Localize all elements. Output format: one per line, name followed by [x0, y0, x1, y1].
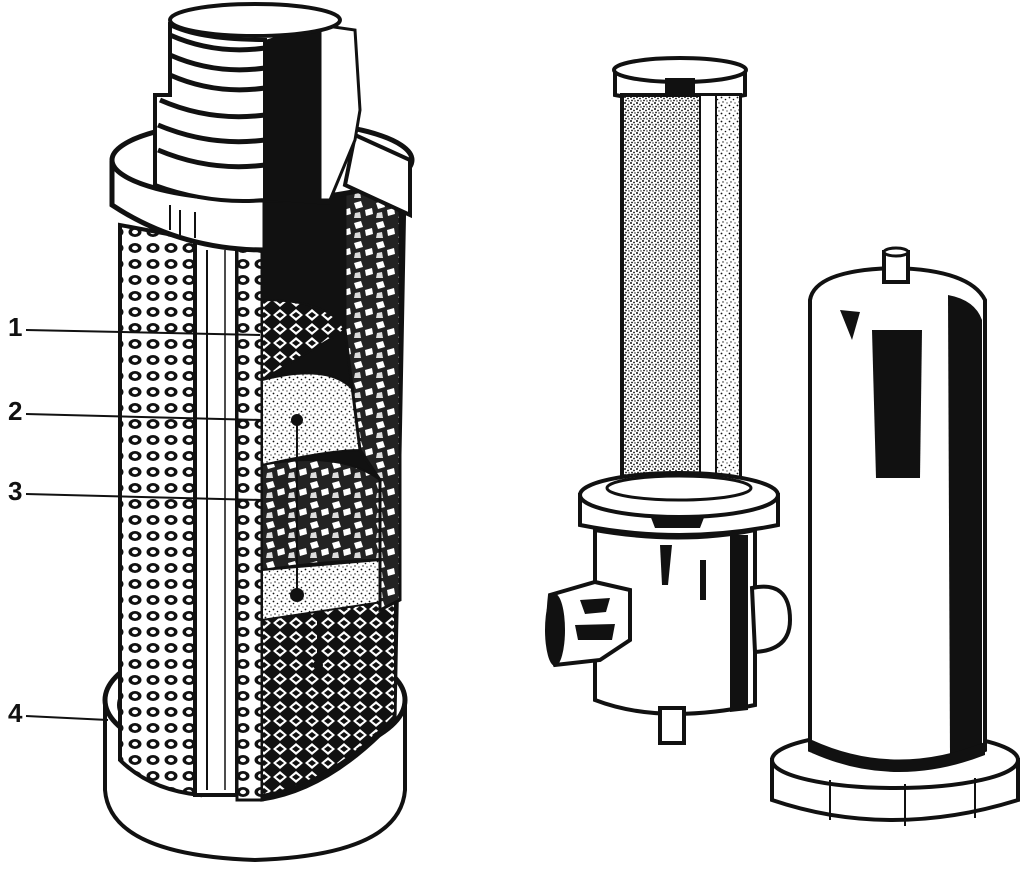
- callout-2: 2: [8, 396, 263, 426]
- neck-opening: [168, 2, 342, 38]
- svg-text:2: 2: [8, 396, 22, 426]
- filter-layer-2: [261, 372, 361, 467]
- drain-nipple: [658, 706, 686, 745]
- callouts: 1 2 3 4: [8, 312, 263, 728]
- callout-4: 4: [8, 698, 109, 728]
- head-body: [593, 527, 757, 716]
- outer-mesh-cylinder: [118, 222, 202, 798]
- filter-housing-bowl: [770, 246, 1020, 826]
- svg-text:3: 3: [8, 476, 22, 506]
- outlet-port: [749, 584, 793, 655]
- filter-cartridge-with-head: [545, 56, 793, 745]
- svg-text:4: 4: [8, 698, 23, 728]
- svg-text:1: 1: [8, 312, 22, 342]
- callout-1: 1: [8, 312, 261, 342]
- filter-layer-3: [261, 459, 381, 572]
- center-seam-strip: [193, 233, 239, 797]
- callout-3: 3: [8, 476, 263, 506]
- neck-cutaway: [265, 20, 330, 205]
- filter-element-cutaway: [102, 2, 415, 863]
